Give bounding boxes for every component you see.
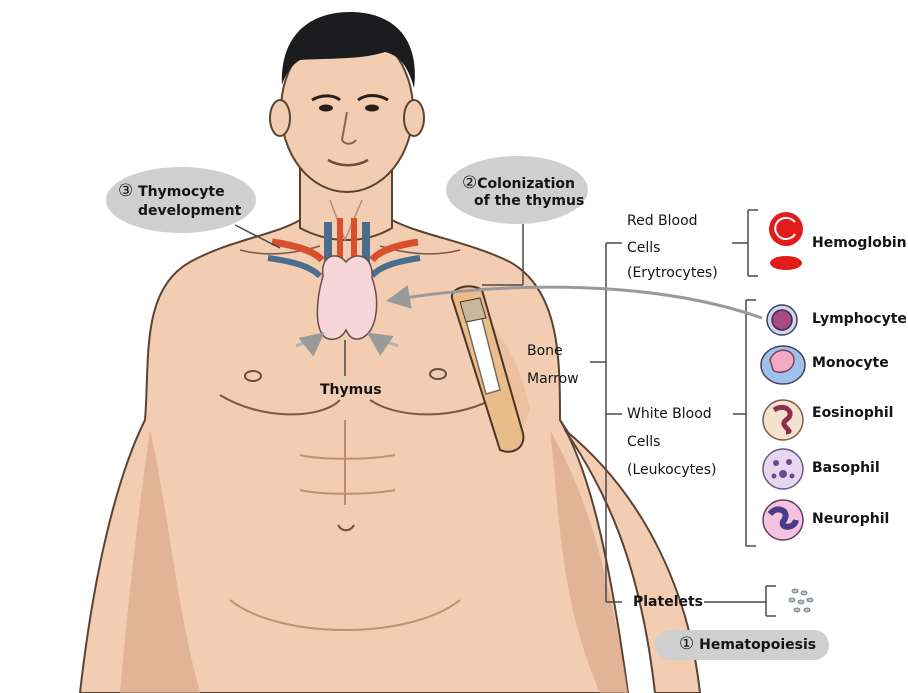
hematopoiesis-label: ① Hematopoiesis bbox=[679, 636, 816, 653]
step-3-badge: ③ bbox=[118, 181, 133, 201]
step-1-badge: ① bbox=[679, 634, 694, 654]
neutrophil-cell-icon bbox=[763, 500, 803, 540]
monocyte-cell-icon bbox=[761, 346, 805, 384]
thymocyte-text: Thymocyte bbox=[138, 184, 224, 200]
thymocyte-label-line2: development bbox=[138, 203, 241, 219]
hemoglobin-label: Hemoglobin bbox=[812, 235, 907, 251]
lymphocyte-label: Lymphocyte bbox=[812, 311, 907, 327]
body-figure bbox=[80, 180, 700, 693]
red-cells-label-line3: (Erytrocytes) bbox=[627, 265, 718, 281]
hematopoiesis-text: Hematopoiesis bbox=[699, 637, 816, 653]
red-blood-cell-icon bbox=[769, 212, 803, 270]
eosinophil-label: Eosinophil bbox=[812, 405, 893, 421]
thymocyte-label-line1: ③ Thymocyte bbox=[118, 183, 225, 200]
white-cells-label-line2: Cells bbox=[627, 434, 660, 450]
head bbox=[270, 12, 424, 192]
step-2-badge: ② bbox=[462, 173, 477, 193]
lymphocyte-cell-icon bbox=[767, 305, 797, 335]
monocyte-label: Monocyte bbox=[812, 355, 889, 371]
eosinophil-cell-icon bbox=[763, 400, 803, 440]
marrow-label: Marrow bbox=[527, 371, 579, 387]
platelets-label: Platelets bbox=[633, 594, 703, 610]
red-cells-label-line2: Cells bbox=[627, 240, 660, 256]
white-cells-label-line1: White Blood bbox=[627, 406, 712, 422]
red-cells-label-line1: Red Blood bbox=[627, 213, 698, 229]
colonization-label-line1: ②Colonization bbox=[462, 175, 575, 192]
neurophil-label: Neurophil bbox=[812, 511, 889, 527]
platelets-icon bbox=[789, 589, 813, 612]
white-cells-label-line3: (Leukocytes) bbox=[627, 462, 717, 478]
colonization-label-line2: of the thymus bbox=[474, 193, 584, 209]
basophil-cell-icon bbox=[763, 449, 803, 489]
colonization-text: Colonization bbox=[477, 176, 575, 192]
basophil-label: Basophil bbox=[812, 460, 880, 476]
thymus-label: Thymus bbox=[320, 382, 382, 398]
bone-label: Bone bbox=[527, 343, 563, 359]
